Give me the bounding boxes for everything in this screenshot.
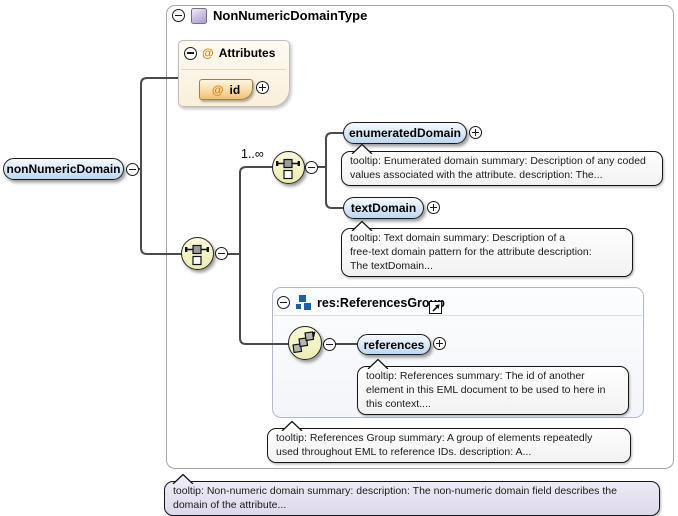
- attribute-id[interactable]: @ id: [199, 79, 253, 100]
- tooltip-tail: [367, 358, 389, 369]
- collapse-root-element-button[interactable]: [126, 163, 139, 176]
- element-enumerated-domain[interactable]: enumeratedDomain: [343, 122, 467, 144]
- collapse-references-group-button[interactable]: [277, 296, 290, 309]
- attributes-header: @ Attributes: [184, 46, 275, 60]
- occurrence-label: 1..∞: [241, 147, 264, 161]
- sequence-compositor-icon[interactable]: [288, 326, 322, 360]
- choice-compositor-icon[interactable]: [272, 151, 305, 184]
- tooltip-text: tooltip: Enumerated domain summary: Desc…: [350, 155, 646, 181]
- at-symbol-icon: @: [202, 46, 214, 60]
- expand-id-attribute-button[interactable]: [256, 81, 269, 94]
- attribute-name: id: [229, 82, 241, 97]
- complex-type-title: NonNumericDomainType: [213, 8, 368, 23]
- references-group-header: res:ReferencesGroup: [277, 294, 445, 311]
- expand-references-button[interactable]: [433, 337, 446, 350]
- tooltip-tail: [351, 143, 373, 154]
- tooltip-text: tooltip: Non-numeric domain summary: des…: [173, 485, 617, 511]
- element-non-numeric-domain[interactable]: nonNumericDomain: [3, 158, 124, 180]
- collapse-choice-button[interactable]: [215, 247, 228, 260]
- sequence-glyph: [292, 331, 316, 354]
- expand-enumerated-domain-button[interactable]: [469, 126, 482, 139]
- element-text-domain[interactable]: textDomain: [343, 197, 424, 219]
- references-group-title: res:ReferencesGroup: [317, 295, 445, 310]
- attributes-box: @ Attributes @ id: [178, 40, 290, 107]
- complex-type-header: NonNumericDomainType: [172, 7, 367, 24]
- collapse-sequence-button[interactable]: [323, 338, 336, 351]
- tooltip-references-group: tooltip: References Group summary: A gro…: [267, 420, 631, 463]
- element-references[interactable]: references: [357, 334, 431, 355]
- tooltip-tail: [172, 473, 194, 484]
- collapse-inner-choice-button[interactable]: [305, 161, 318, 174]
- collapse-attributes-button[interactable]: [184, 46, 197, 60]
- choice-compositor-icon[interactable]: [181, 237, 214, 270]
- goto-definition-arrow-icon[interactable]: [429, 301, 442, 314]
- tooltip-tail: [281, 420, 303, 431]
- tooltip-enumerated-domain: tooltip: Enumerated domain summary: Desc…: [341, 143, 663, 186]
- tooltip-references: tooltip: References summary: The id of a…: [357, 358, 629, 415]
- expand-text-domain-button[interactable]: [427, 201, 440, 214]
- references-group-divider: [274, 315, 642, 316]
- collapse-type-button[interactable]: [172, 9, 185, 22]
- tooltip-text-domain: tooltip: Text domain summary: Descriptio…: [341, 220, 633, 277]
- tooltip-tail: [351, 220, 373, 231]
- complex-type-icon: [191, 7, 207, 24]
- group-icon: [296, 295, 311, 310]
- at-symbol-icon: @: [211, 82, 224, 97]
- attributes-title: Attributes: [218, 46, 276, 60]
- tooltip-text: tooltip: References Group summary: A gro…: [276, 432, 593, 458]
- tooltip-text: tooltip: References summary: The id of a…: [366, 370, 606, 410]
- choice-glyph: [185, 244, 209, 266]
- tooltip-non-numeric-domain: tooltip: Non-numeric domain summary: des…: [164, 473, 660, 516]
- tooltip-text: tooltip: Text domain summary: Descriptio…: [350, 232, 592, 272]
- attributes-divider: [181, 69, 286, 70]
- choice-glyph: [276, 158, 300, 180]
